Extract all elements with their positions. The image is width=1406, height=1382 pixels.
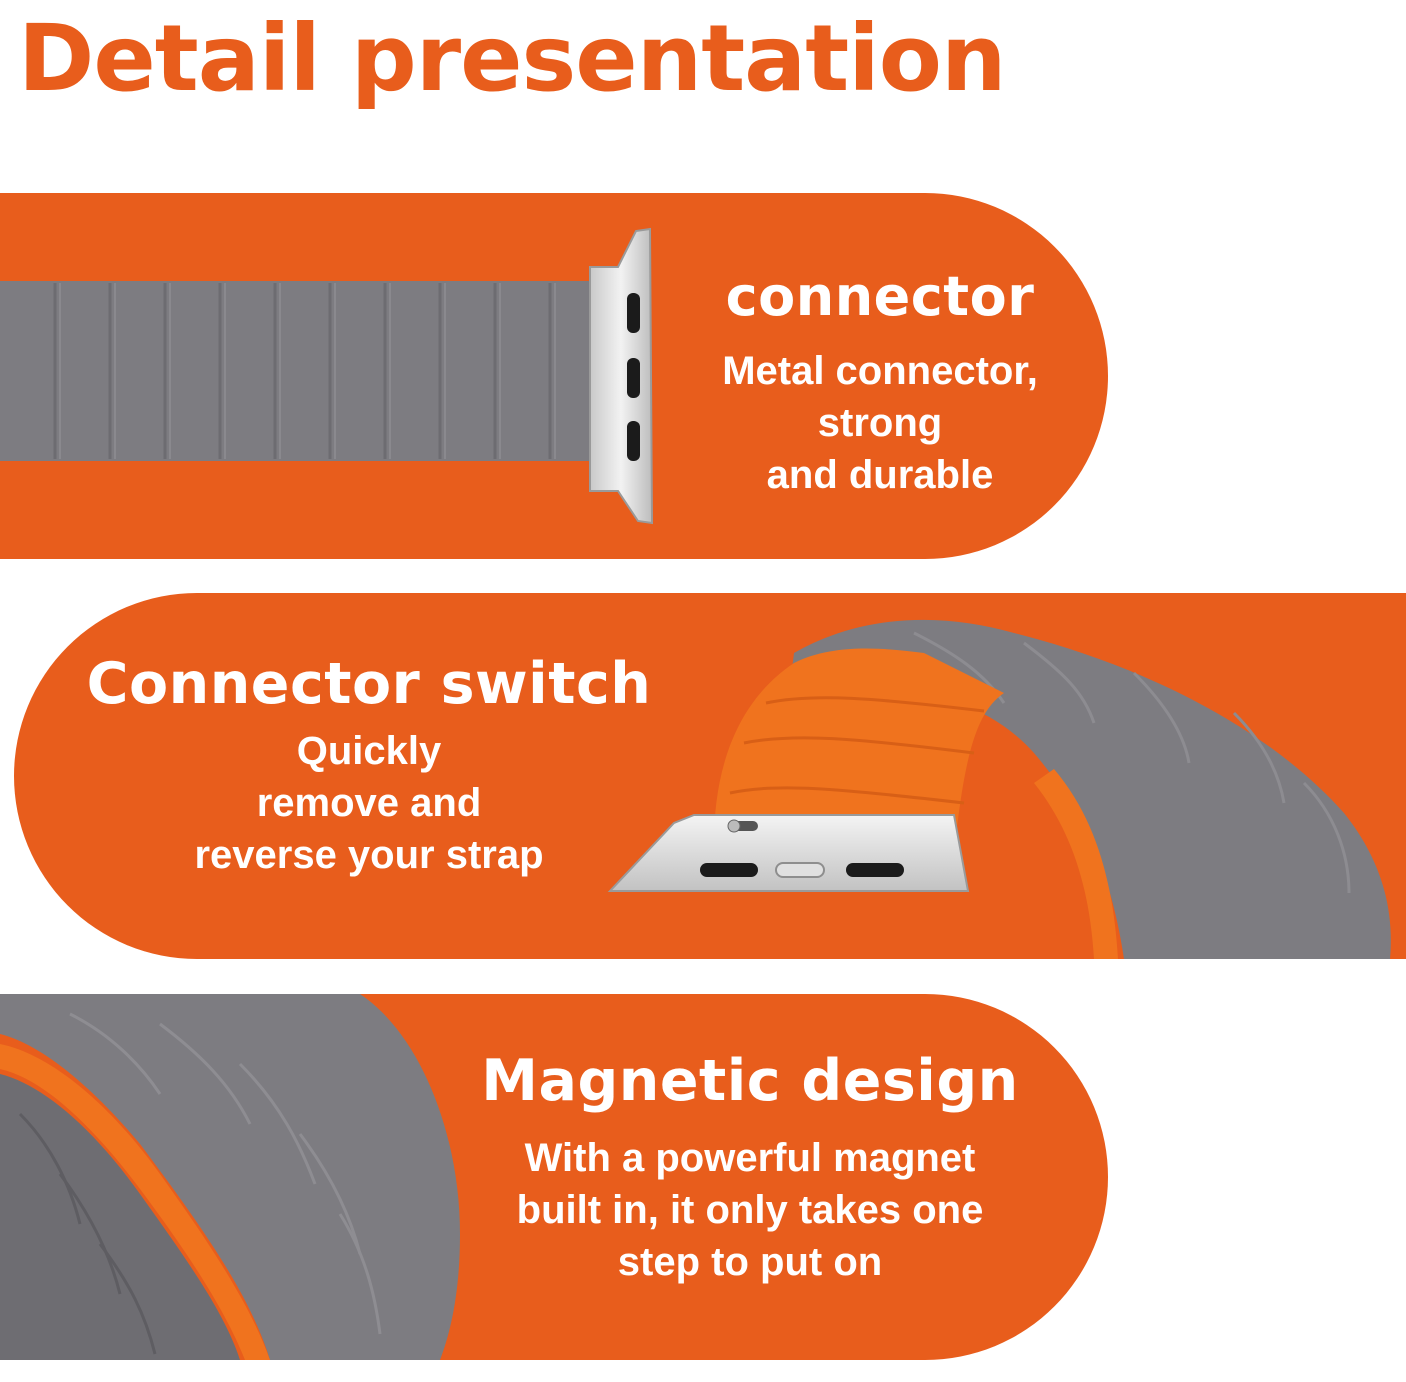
feature-description-line: reverse your strap	[194, 833, 544, 877]
feature-description-line: strong	[817, 401, 943, 445]
magnetic-strap-illustration	[0, 994, 460, 1360]
feature-description-line: remove and	[256, 781, 482, 825]
feature-description: With a powerful magnet built in, it only…	[460, 1132, 1040, 1288]
feature-panel-magnetic-design: Magnetic design With a powerful magnet b…	[0, 994, 1108, 1360]
feature-description: Metal connector, strong and durable	[690, 345, 1070, 501]
feature-title: Connector switch	[86, 651, 652, 717]
feature-panel-connector-switch: Connector switch Quickly remove and reve…	[14, 593, 1406, 959]
feature-description-line: Metal connector,	[722, 349, 1038, 393]
feature-title: connector	[725, 265, 1035, 328]
feature-copy-connector: connector Metal connector, strong and du…	[690, 267, 1070, 501]
feature-copy-connector-switch: Connector switch Quickly remove and reve…	[64, 651, 674, 881]
feature-description-line: With a powerful magnet	[524, 1136, 976, 1180]
feature-description: Quickly remove and reverse your strap	[64, 725, 674, 881]
strap-with-connector-illustration	[0, 227, 654, 525]
reversed-strap-illustration	[607, 619, 1391, 959]
feature-title: Magnetic design	[481, 1048, 1019, 1114]
feature-description-line: step to put on	[617, 1240, 883, 1284]
page-title: Detail presentation	[18, 5, 1006, 112]
feature-panel-connector: connector Metal connector, strong and du…	[0, 193, 1108, 559]
feature-description-line: and durable	[766, 453, 994, 497]
feature-description-line: Quickly	[296, 729, 442, 773]
feature-copy-magnetic-design: Magnetic design With a powerful magnet b…	[460, 1048, 1040, 1288]
feature-description-line: built in, it only takes one	[516, 1188, 984, 1232]
